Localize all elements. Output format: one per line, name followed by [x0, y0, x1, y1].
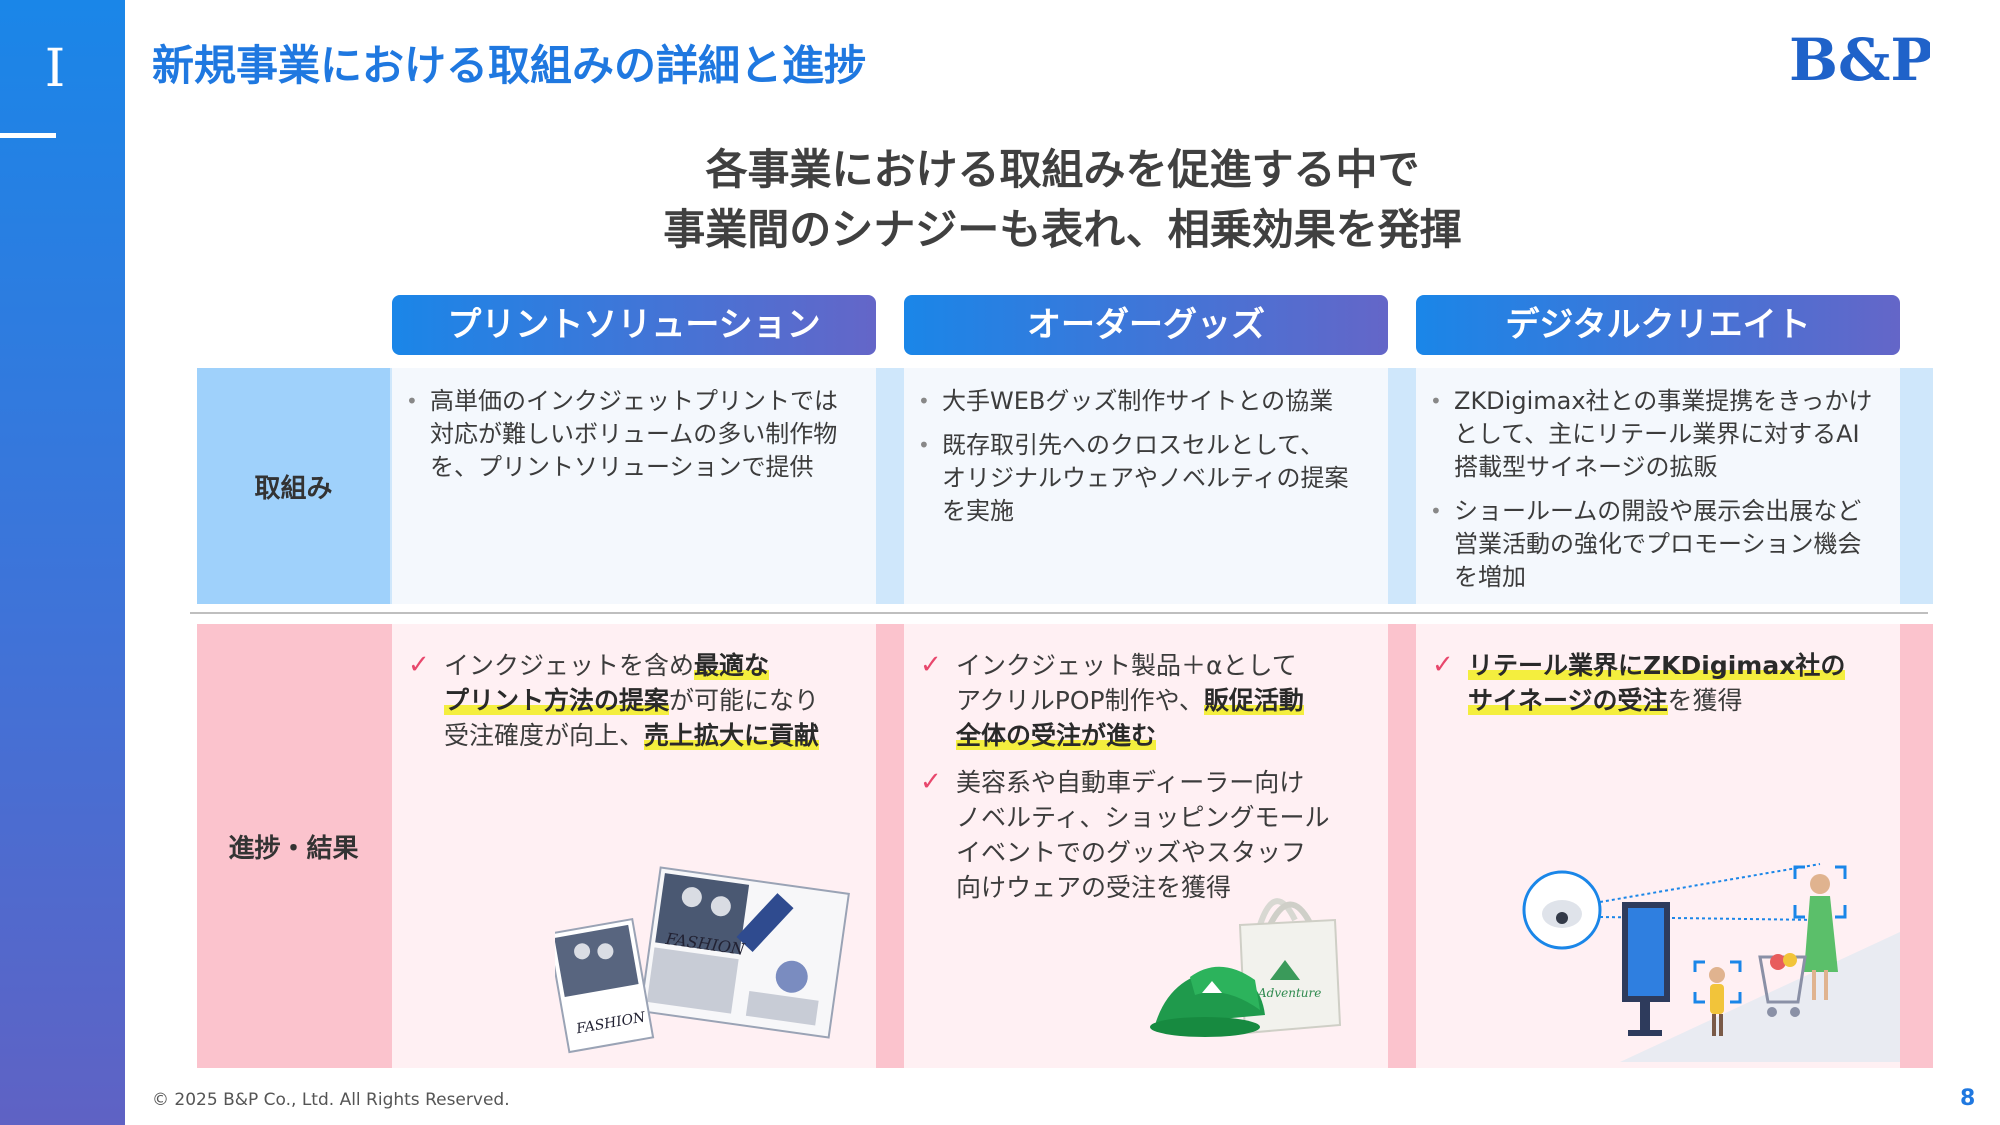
- efforts-print: 高単価のインクジェットプリントでは 対応が難しいボリュームの多い制作物 を、プリ…: [404, 385, 874, 495]
- tote-bag: Adventure: [1238, 898, 1342, 1035]
- progress-goods-check-2: 美容系や自動車ディーラー向け ノベルティ、ショッピングモール イベントでのグッズ…: [916, 765, 1386, 905]
- cap: [1150, 966, 1265, 1037]
- page-number: 8: [1960, 1086, 1976, 1111]
- sidebar: I: [0, 0, 125, 1125]
- headline-line-1: 各事業における取組みを促進する中で: [705, 145, 1420, 194]
- progress-goods: インクジェット製品＋αとして アクリルPOP制作や、販促活動 全体の受注が進む …: [916, 648, 1386, 917]
- headline-line-2: 事業間のシナジーも表れ、相乗効果を発揮: [663, 205, 1462, 254]
- efforts-digital-bullet-2: ショールームの開設や展示会出展など 営業活動の強化でプロモーション機会 を増加: [1428, 495, 1898, 594]
- brochure-photo: [655, 873, 750, 955]
- logo-text: B&P: [1789, 26, 1930, 94]
- efforts-goods-bullet-2: 既存取引先へのクロスセルとして、 オリジナルウェアやノベルティの提案 を実施: [916, 429, 1386, 528]
- goods-illustration: Adventure: [1150, 898, 1342, 1037]
- efforts-digital: ZKDigimax社との事業提携をきっかけ として、主にリテール業界に対するAI…: [1428, 385, 1898, 605]
- company-logo: B&P: [1789, 26, 1930, 94]
- headline: 各事業における取組みを促進する中で 事業間のシナジーも表れ、相乗効果を発揮: [125, 140, 2000, 260]
- column-header-digital-create: デジタルクリエイト: [1416, 295, 1900, 355]
- highlight-text: 販促活動: [1203, 686, 1304, 715]
- progress-digital-check-1: リテール業界にZKDigimax社の サイネージの受注を獲得: [1428, 648, 1898, 718]
- highlight-text: リテール業界にZKDigimax社の: [1468, 651, 1846, 680]
- efforts-digital-bullet-1: ZKDigimax社との事業提携をきっかけ として、主にリテール業界に対するAI…: [1428, 385, 1898, 484]
- efforts-goods: 大手WEBグッズ制作サイトとの協業 既存取引先へのクロスセルとして、 オリジナル…: [916, 385, 1386, 539]
- row-label-progress: 進捗・結果: [197, 624, 390, 1068]
- column-header-print-solution: プリントソリューション: [392, 295, 876, 355]
- column-header-order-goods: オーダーグッズ: [904, 295, 1388, 355]
- highlight-text: プリント方法の提案: [444, 686, 670, 715]
- bag-text: Adventure: [1257, 986, 1321, 1000]
- section-numeral: I: [44, 39, 66, 99]
- progress-print: インクジェットを含め最適な プリント方法の提案が可能になり 受注確度が向上、売上…: [404, 648, 874, 765]
- fashion-brochure-illustration: FASHION FASHION: [555, 866, 850, 1054]
- highlight-text: サイネージの受注: [1468, 686, 1668, 715]
- page-title: 新規事業における取組みの詳細と進捗: [152, 41, 867, 90]
- progress-goods-check-1: インクジェット製品＋αとして アクリルPOP制作や、販促活動 全体の受注が進む: [916, 648, 1386, 753]
- progress-digital: リテール業界にZKDigimax社の サイネージの受注を獲得: [1428, 648, 1898, 730]
- row-divider: [190, 612, 1928, 614]
- efforts-print-bullet-1: 高単価のインクジェットプリントでは 対応が難しいボリュームの多い制作物 を、プリ…: [404, 385, 874, 484]
- copyright: © 2025 B&P Co., Ltd. All Rights Reserved…: [152, 1090, 510, 1110]
- highlight-text: 最適な: [694, 651, 770, 680]
- progress-print-check-1: インクジェットを含め最適な プリント方法の提案が可能になり 受注確度が向上、売上…: [404, 648, 874, 753]
- efforts-goods-bullet-1: 大手WEBグッズ制作サイトとの協業: [916, 385, 1386, 418]
- highlight-text: 売上拡大に貢献: [644, 721, 820, 750]
- section-underline: [0, 133, 56, 138]
- retail-signage-illustration: [1522, 863, 1900, 1062]
- row-label-efforts: 取組み: [197, 368, 390, 604]
- highlight-text: 全体の受注が進む: [956, 721, 1157, 750]
